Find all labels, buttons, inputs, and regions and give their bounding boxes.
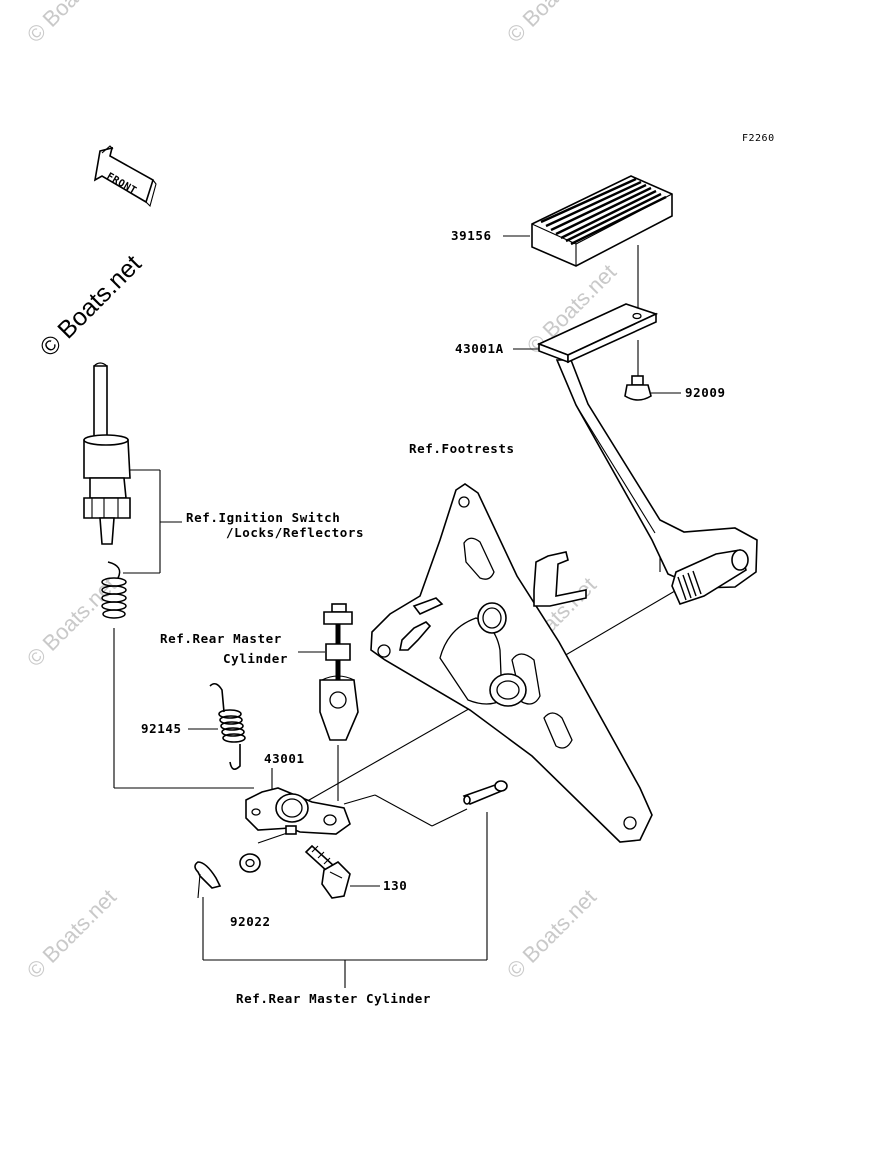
leader-lines bbox=[113, 235, 681, 988]
screw-92009 bbox=[624, 375, 652, 401]
bolt-130 bbox=[304, 844, 351, 899]
switch-spring bbox=[101, 561, 127, 619]
label-ref-ignition-2: /Locks/Reflectors bbox=[226, 525, 364, 540]
label-92145: 92145 bbox=[141, 721, 182, 736]
watermark: © Boats.net bbox=[22, 0, 121, 48]
rubber-grooves bbox=[540, 177, 667, 246]
callout-labels: 39156 43001A 92009 Ref.Footrests Ref.Ign… bbox=[141, 228, 726, 1006]
figure-code: F2260 bbox=[742, 133, 775, 144]
label-ref-rear-master-1: Ref.Rear Master bbox=[160, 631, 282, 646]
watermark: © Boats.net bbox=[502, 0, 601, 48]
return-spring bbox=[209, 682, 246, 770]
footrest-bracket bbox=[370, 483, 653, 843]
master-cylinder-clevis bbox=[319, 603, 359, 741]
label-92022: 92022 bbox=[230, 914, 271, 929]
label-43001A: 43001A bbox=[455, 341, 504, 356]
pedal-lever bbox=[245, 787, 351, 835]
clevis-pin bbox=[462, 780, 508, 805]
washer-92022 bbox=[239, 853, 261, 873]
watermark: © Boats.net bbox=[22, 884, 121, 983]
label-39156: 39156 bbox=[451, 228, 492, 243]
pedal-pivot-shaft bbox=[671, 549, 749, 605]
watermark: © Boats.net bbox=[502, 884, 601, 983]
label-92009: 92009 bbox=[685, 385, 726, 400]
label-ref-rear-master-bottom: Ref.Rear Master Cylinder bbox=[236, 991, 431, 1006]
cotter-pin bbox=[194, 861, 222, 899]
brake-light-switch bbox=[83, 362, 131, 545]
label-ref-ignition-1: Ref.Ignition Switch bbox=[186, 510, 340, 525]
watermark-main: © Boats.net bbox=[34, 250, 146, 362]
label-130: 130 bbox=[383, 878, 407, 893]
front-arrow-icon: FRONT bbox=[92, 145, 157, 211]
brake-pedal-rubber bbox=[531, 175, 673, 267]
label-43001: 43001 bbox=[264, 751, 305, 766]
label-ref-rear-master-2: Cylinder bbox=[223, 651, 288, 666]
label-ref-footrests: Ref.Footrests bbox=[409, 441, 515, 456]
brake-pedal-arm bbox=[536, 303, 758, 589]
